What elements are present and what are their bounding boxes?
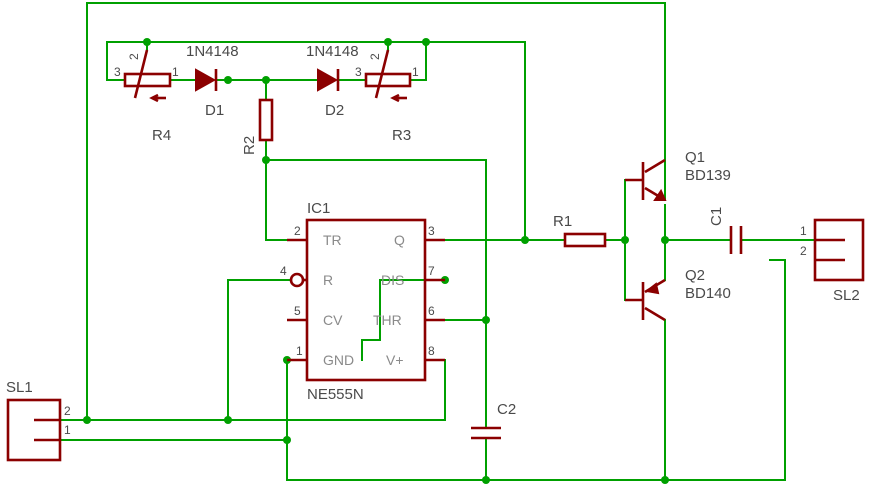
junction-dot [482,316,490,324]
trimmer-r4: 3 2 1 R4 [114,49,179,144]
ic1-pin5-number: 5 [294,304,301,318]
r2-label: R2 [241,136,258,155]
ic1-pin2-number: 2 [294,224,301,238]
junction-dot [143,38,151,46]
d2-triangle [317,68,339,92]
r1-label: R1 [553,213,572,230]
ic1-pin4-number: 4 [280,264,287,278]
d1-label: D1 [205,102,224,119]
junction-dot [262,76,270,84]
q1-collector-lead [644,158,666,174]
trimmer-r3: 3 2 1 R3 [355,49,419,144]
r3-label: R3 [392,127,411,144]
capacitor-c1: C1 [708,207,743,254]
r3-pin1-number: 1 [412,65,419,79]
wire-threshold-c2 [265,159,487,429]
wire-trigger [265,159,288,241]
ic1-pin1-number: 1 [296,344,303,358]
c2-label: C2 [497,401,516,418]
junction-dot [224,76,232,84]
ic1-pin-thr-name: THR [373,312,402,328]
capacitor-c2: C2 [471,401,516,440]
r4-body [123,72,172,88]
wire-gnd-dis [361,279,446,361]
sl2-body [813,218,865,282]
resistor-r1: R1 [553,213,607,248]
r3-pin2-number: 2 [368,53,382,60]
r2-body [258,98,274,142]
r3-body [364,72,412,88]
wire-sl1-pin2 [41,359,446,421]
ic1-body [305,218,427,382]
resistor-r2: R2 [241,98,274,155]
q2-value: BD140 [685,285,731,302]
r1-body [563,232,607,248]
ic1-pin3-number: 3 [428,224,435,238]
sl1-pin2-number: 2 [64,404,71,418]
junction-dot [224,416,232,424]
junction-dot [482,476,490,484]
sl2-label: SL2 [833,287,860,304]
wire-pot-top [106,41,526,241]
wire-top-vplus [86,2,666,421]
junction-dot [384,38,392,46]
sl2-pin2-number: 2 [800,244,807,258]
r4-pin2-number: 2 [127,53,141,60]
r4-label: R4 [152,127,171,144]
q2-label: Q2 [685,267,705,284]
junction-dot [83,416,91,424]
r4-pin3-number: 3 [114,65,121,79]
ic1-pin6-number: 6 [428,304,435,318]
wire-reset [227,279,291,421]
c1-label: C1 [708,207,725,226]
ic1-pin-tr-name: TR [323,232,342,248]
sl1-label: SL1 [6,379,33,396]
ic1-pin-q-name: Q [394,232,405,248]
junction-dot [621,236,629,244]
connector-sl2: SL2 1 2 [800,218,865,304]
d2-value: 1N4148 [306,43,359,60]
connector-sl1: SL1 2 1 [6,379,71,462]
sl1-pin1-number: 1 [64,423,71,437]
sl1-body [6,398,62,462]
ic1-value: NE555N [307,386,364,403]
junction-dot [661,236,669,244]
junction-dot [262,156,270,164]
diode-d2: 1N4148 D2 [306,43,359,119]
r4-pin1-number: 1 [172,65,179,79]
d1-value: 1N4148 [186,43,239,60]
ic1-pin-gnd-name: GND [323,352,354,368]
q2-collector-lead [644,306,666,322]
diode-d1: 1N4148 D1 [186,43,239,119]
q1-emitter-arrow [653,188,667,201]
q2-emitter-arrow [644,282,660,295]
junction-dot [661,476,669,484]
ic1-pin-r-name: R [323,272,333,288]
junctions [83,38,669,484]
r3-wiper-arrow [374,49,390,99]
ic1-ne555: IC1 NE555N 2 4 5 1 3 7 6 8 TR R CV GND Q… [280,200,445,403]
d2-label: D2 [325,102,344,119]
wire-r3-end [409,41,427,81]
junction-dot [422,38,430,46]
d1-triangle [195,68,217,92]
junction-dot [521,236,529,244]
ic1-pin-cv-name: CV [323,312,343,328]
ic1-pin7-number: 7 [428,264,435,278]
sl2-pin1-number: 1 [800,224,807,238]
ic1-pin-dis-name: DIS [381,272,404,288]
ic1-pin-vplus-name: V+ [386,352,404,368]
ic1-pin8-number: 8 [428,344,435,358]
ic1-pin-r-inverter [289,272,305,288]
r4-wiper-arrow [133,49,149,99]
transistor-q2: Q2 BD140 [625,267,731,322]
q1-label: Q1 [685,149,705,166]
junction-dot [283,436,291,444]
transistor-q1: Q1 BD139 [625,149,731,202]
r3-pin3-number: 3 [355,65,362,79]
ic1-label: IC1 [307,200,330,217]
q1-value: BD139 [685,167,731,184]
